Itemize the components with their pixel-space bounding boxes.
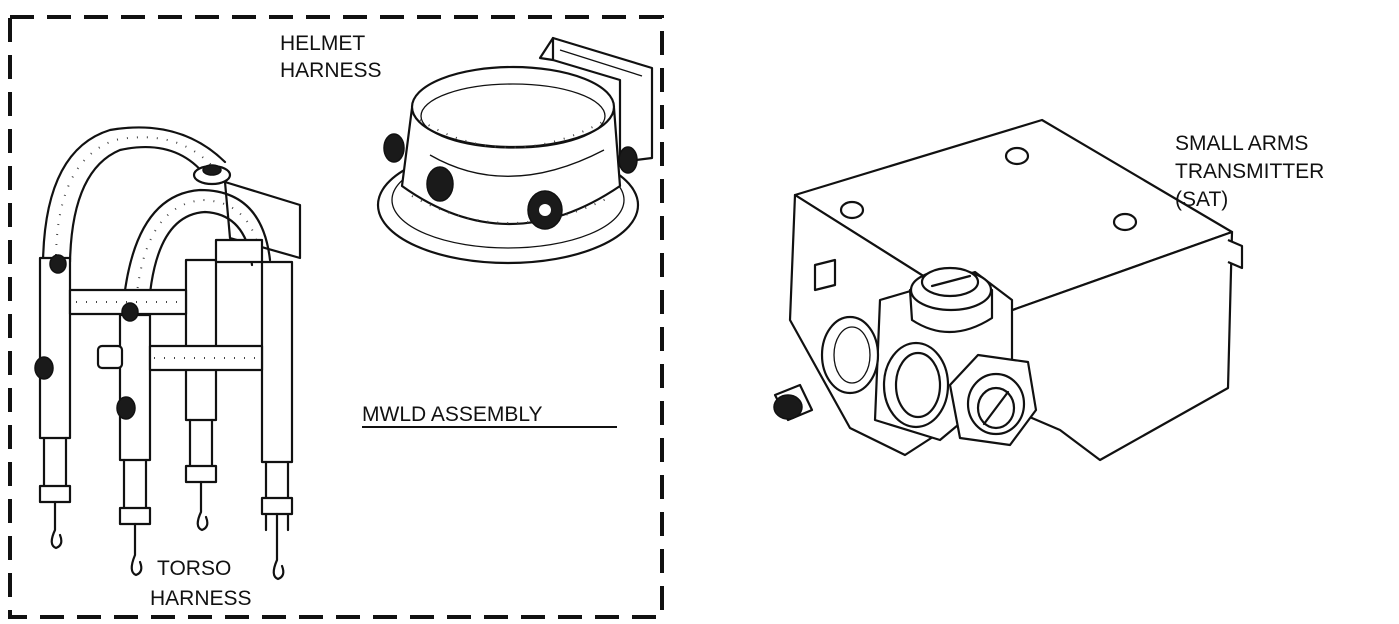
mwld-assembly-boundary — [8, 15, 664, 619]
helmet-harness-label-line-2: HARNESS — [280, 59, 382, 82]
torso-harness-label: TORSO HARNESS — [150, 557, 252, 610]
mwld-assembly-label: MWLD ASSEMBLY — [362, 403, 543, 426]
sat-label-line-3: (SAT) — [1175, 188, 1228, 211]
small-arms-transmitter-illustration — [773, 118, 1244, 462]
helmet-harness-illustration — [376, 36, 654, 265]
torso-harness-illustration — [34, 126, 302, 581]
sat-label-line-1: SMALL ARMS — [1175, 132, 1308, 155]
torso-harness-label-line-2: HARNESS — [150, 587, 252, 610]
sat-label-line-2: TRANSMITTER — [1175, 160, 1324, 183]
torso-harness-label-line-1: TORSO — [157, 557, 231, 580]
helmet-harness-label: HELMET HARNESS — [280, 32, 382, 82]
helmet-harness-label-line-1: HELMET — [280, 32, 365, 55]
small-arms-transmitter-label: SMALL ARMS TRANSMITTER (SAT) — [1175, 132, 1330, 211]
